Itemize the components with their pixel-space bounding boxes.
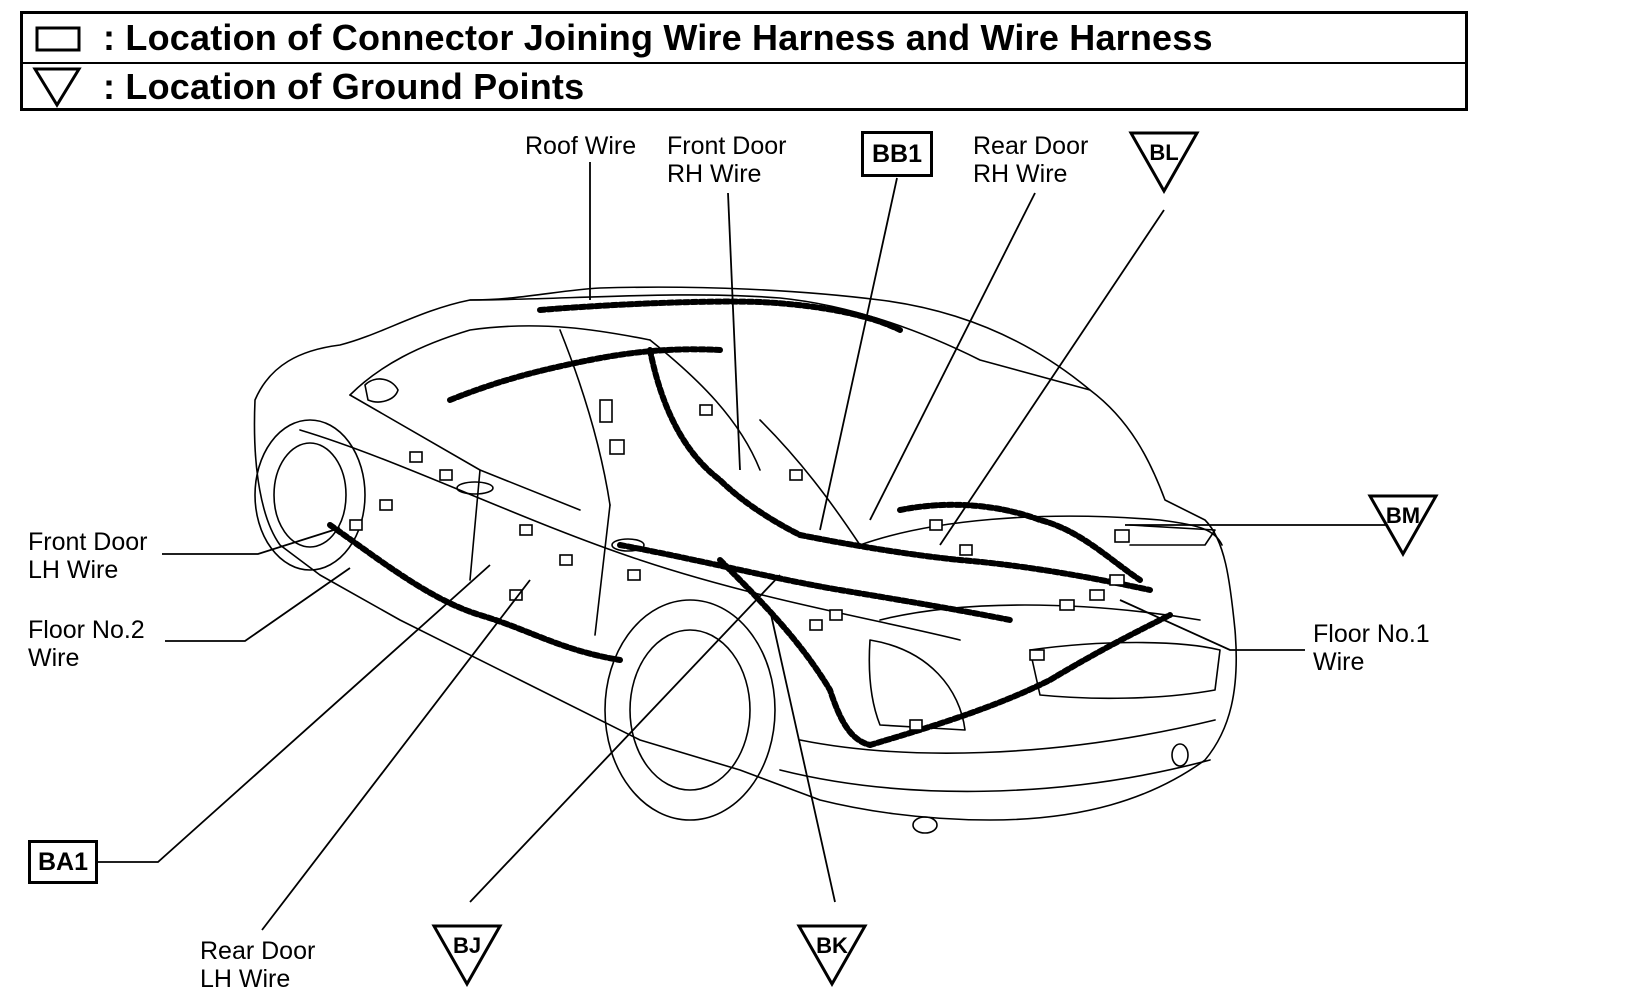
label-floor-no1-line2: Wire bbox=[1313, 648, 1365, 676]
label-roof-wire-text: Roof Wire bbox=[525, 132, 637, 160]
connector-box-icon bbox=[23, 14, 103, 62]
ground-triangle-icon bbox=[23, 63, 103, 111]
legend-ground-text: : Location of Ground Points bbox=[103, 66, 585, 107]
label-floor-no2-line2: Wire bbox=[28, 644, 80, 672]
ground-point-bm: BM bbox=[1367, 493, 1439, 558]
connector-tag-ba1-text: BA1 bbox=[37, 847, 88, 876]
label-front-door-rh-line2: RH Wire bbox=[667, 160, 762, 188]
label-floor-no2-line1: Floor No.2 bbox=[28, 616, 145, 644]
ground-point-bj: BJ bbox=[431, 923, 503, 988]
label-floor-no1-wire: Floor No.1 Wire bbox=[1313, 620, 1430, 676]
ground-point-bk-text: BK bbox=[816, 933, 848, 958]
legend-box: : Location of Connector Joining Wire Har… bbox=[20, 11, 1468, 111]
ground-point-bl-text: BL bbox=[1149, 140, 1179, 165]
label-rear-door-rh-line1: Rear Door bbox=[973, 132, 1089, 160]
label-rear-door-lh-wire: Rear Door LH Wire bbox=[200, 937, 315, 993]
label-rear-door-rh-line2: RH Wire bbox=[973, 160, 1068, 188]
ground-triangle-bj-icon bbox=[431, 924, 503, 988]
connector-tag-bb1: BB1 bbox=[861, 131, 933, 177]
label-front-door-lh-line2: LH Wire bbox=[28, 556, 119, 584]
label-front-door-lh-line1: Front Door bbox=[28, 528, 148, 556]
ground-point-bm-text: BM bbox=[1385, 503, 1421, 528]
label-floor-no1-line1: Floor No.1 bbox=[1313, 620, 1430, 648]
ground-triangle-bm-icon bbox=[1367, 494, 1439, 558]
connector-tag-ba1: BA1 bbox=[28, 840, 98, 884]
ground-point-bl: BL bbox=[1128, 130, 1200, 195]
label-rear-door-lh-line1: Rear Door bbox=[200, 937, 316, 965]
label-roof-wire: Roof Wire bbox=[525, 132, 636, 160]
label-front-door-lh-wire: Front Door LH Wire bbox=[28, 528, 147, 584]
legend-row-ground: : Location of Ground Points bbox=[23, 63, 1465, 111]
label-rear-door-rh-wire: Rear Door RH Wire bbox=[973, 132, 1088, 188]
label-floor-no2-wire: Floor No.2 Wire bbox=[28, 616, 145, 672]
ground-triangle-bl-icon bbox=[1128, 131, 1200, 195]
label-front-door-rh-wire: Front Door RH Wire bbox=[667, 132, 786, 188]
ground-point-bk: BK bbox=[796, 923, 868, 988]
connector-tag-bb1-text: BB1 bbox=[871, 139, 922, 168]
legend-row-connector: : Location of Connector Joining Wire Har… bbox=[23, 14, 1465, 64]
legend-connector-text: : Location of Connector Joining Wire Har… bbox=[103, 17, 1213, 58]
label-front-door-rh-line1: Front Door bbox=[667, 132, 787, 160]
label-rear-door-lh-line2: LH Wire bbox=[200, 965, 291, 993]
ground-triangle-bk-icon bbox=[796, 924, 868, 988]
ground-point-bj-text: BJ bbox=[452, 933, 482, 958]
